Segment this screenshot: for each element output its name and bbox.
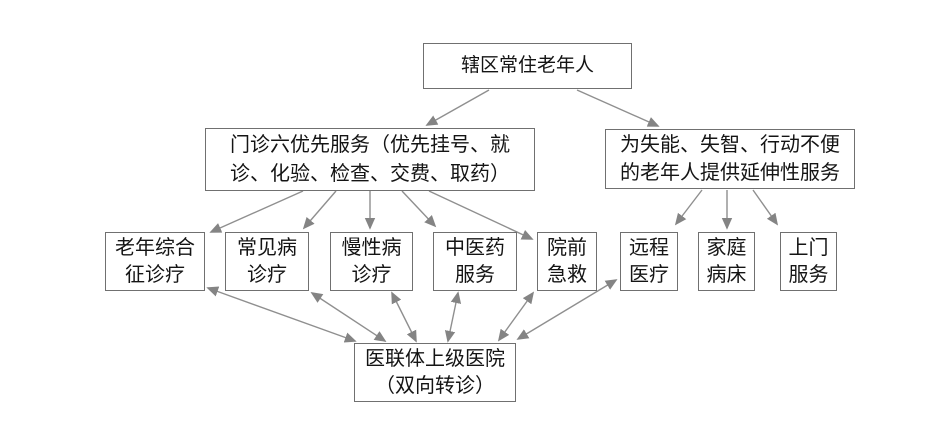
node-chronic-disease-care: 慢性病 诊疗 (330, 232, 413, 291)
node-label-line2: 诊疗 (247, 263, 287, 286)
node-family-hospital-bed: 家庭 病床 (698, 232, 755, 291)
arrow-common-hospital (310, 292, 387, 342)
node-outpatient-priority-services: 门诊六优先服务（优先挂号、就 诊、化验、检查、交费、取药） (205, 128, 535, 191)
node-label-line2: 诊、化验、检查、交费、取药） (230, 162, 510, 185)
node-label-line2: 的老年人提供延伸性服务 (620, 162, 840, 184)
node-extended-services: 为失能、失智、行动不便 的老年人提供延伸性服务 (605, 129, 855, 189)
node-label-line2: （双向转诊） (375, 374, 495, 397)
node-resident-elderly: 辖区常住老年人 (423, 43, 632, 89)
node-label-line2: 诊疗 (351, 263, 392, 286)
node-label-line1: 老年综合 (115, 236, 195, 259)
node-label-line1: 常见病 (237, 236, 297, 259)
node-label-line1: 中医药 (445, 236, 505, 259)
arrow-root-to-extended (576, 89, 660, 127)
node-label-line2: 服务 (455, 263, 495, 286)
arrow-outpatient-to-prehospital (428, 190, 534, 240)
arrow-outpatient-to-tcm (401, 190, 437, 228)
arrow-geriatric-hospital (206, 286, 357, 343)
node-home-visit-services: 上门 服务 (780, 232, 837, 291)
arrow-extended-to-homevisit (752, 189, 779, 226)
node-geriatric-syndrome-care: 老年综合 征诊疗 (105, 232, 205, 291)
node-medical-alliance-hospital: 医联体上级医院 （双向转诊） (354, 343, 516, 402)
arrow-root-to-outpatient (425, 89, 490, 126)
arrow-telemedicine-hospital (516, 279, 618, 340)
arrow-outpatient-to-common (302, 190, 337, 230)
node-label-line1: 慢性病 (341, 236, 402, 259)
arrow-outpatient-to-geriatric (209, 190, 304, 233)
node-label: 辖区常住老年人 (460, 55, 594, 76)
node-common-disease-care: 常见病 诊疗 (225, 232, 309, 291)
node-label-line1: 院前 (547, 236, 587, 259)
node-label-line1: 医联体上级医院 (365, 347, 505, 370)
node-label-line2: 急救 (547, 263, 587, 286)
node-tcm-services: 中医药 服务 (433, 232, 517, 291)
node-prehospital-emergency: 院前 急救 (537, 232, 597, 291)
node-label-line1: 远程 (629, 236, 669, 259)
node-label-line1: 为失能、失智、行动不便 (620, 134, 840, 156)
node-label-line2: 医疗 (629, 263, 669, 286)
node-label-line2: 征诊疗 (125, 263, 185, 286)
arrow-tcm-hospital (444, 291, 462, 343)
node-telemedicine: 远程 医疗 (620, 232, 678, 291)
node-label-line2: 服务 (788, 263, 829, 286)
node-label-line1: 上门 (788, 236, 829, 259)
node-label-line1: 门诊六优先服务（优先挂号、就 (230, 133, 510, 156)
node-label-line2: 病床 (706, 263, 747, 286)
node-label-line1: 家庭 (706, 236, 747, 259)
arrow-extended-to-telemedicine (674, 189, 703, 226)
arrow-chronic-hospital (391, 291, 417, 343)
